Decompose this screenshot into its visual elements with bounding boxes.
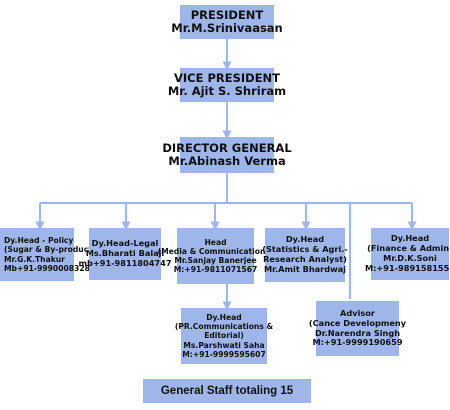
president-name: Mr.M.Srinivaasan bbox=[171, 21, 283, 35]
policy-head-dept: (Sugar & By-products) bbox=[4, 245, 100, 255]
policy-head-title: Dy.Head - Policy bbox=[4, 236, 74, 245]
finance-head-dept: (Finance & Admin) bbox=[367, 243, 450, 254]
legal-head-box: Dy.Head-Legal Ms.Bharati Balaji mb+91-98… bbox=[79, 228, 172, 280]
advisor-phone: M:+91-9999190659 bbox=[312, 337, 403, 348]
stats-head-dept-2: Research Analyst) bbox=[263, 254, 347, 264]
legal-head-title: Dy.Head-Legal bbox=[91, 238, 159, 249]
advisor-box: Advisor (Cance Developmeny Dr.Narendra S… bbox=[309, 301, 406, 356]
pr-head-title: Dy.Head bbox=[206, 312, 242, 322]
vice-president-name: Mr. Ajit S. Shriram bbox=[167, 84, 287, 98]
stats-head-dept-1: (Statistics & Agri.- bbox=[262, 244, 348, 255]
advisor-title: Advisor bbox=[340, 307, 375, 318]
finance-head-name: Mr.D.K.Soni bbox=[383, 253, 437, 263]
finance-head-title: Dy.Head bbox=[390, 233, 430, 244]
media-head-title: Head bbox=[204, 237, 227, 247]
policy-head-box: Dy.Head - Policy (Sugar & By-products) M… bbox=[0, 228, 100, 281]
policy-head-phone: Mb+91-9990008328 bbox=[4, 263, 90, 273]
stats-head-box: Dy.Head (Statistics & Agri.- Research An… bbox=[262, 228, 348, 282]
general-staff-box: General Staff totaling 15 bbox=[143, 379, 311, 403]
stats-head-title: Dy.Head bbox=[285, 234, 325, 245]
policy-head-name: Mr.G.K.Thakur bbox=[4, 254, 65, 264]
legal-head-name: Ms.Bharati Balaji bbox=[85, 248, 165, 259]
media-head-box: Head (Media & Communications) Mr.Sanjay … bbox=[158, 228, 273, 284]
director-general-title: DIRECTOR GENERAL bbox=[162, 140, 292, 155]
finance-head-box: Dy.Head (Finance & Admin) Mr.D.K.Soni M:… bbox=[365, 228, 450, 280]
legal-head-phone: mb+91-9811804747 bbox=[78, 257, 172, 268]
general-staff-label: General Staff totaling 15 bbox=[160, 384, 294, 397]
director-general-name: Mr.Abinash Verma bbox=[168, 154, 286, 168]
media-head-dept: (Media & Communications) bbox=[157, 246, 274, 256]
media-head-name: Mr.Sanjay Banerjee bbox=[174, 256, 257, 265]
pr-head-name: Ms.Parshwati Saha bbox=[183, 340, 265, 350]
media-head-phone: M:+91-9811071567 bbox=[173, 265, 258, 275]
pr-head-dept-2: Editorial) bbox=[204, 331, 244, 341]
director-general-box: DIRECTOR GENERAL Mr.Abinash Verma bbox=[162, 137, 292, 173]
vice-president-box: VICE PRESIDENT Mr. Ajit S. Shriram bbox=[168, 68, 286, 102]
finance-head-phone: M:+91-9891581555 bbox=[364, 262, 450, 273]
advisor-name: Dr.Narendra Singh bbox=[314, 327, 401, 338]
president-title: PRESIDENT bbox=[190, 7, 264, 22]
vice-president-title: VICE PRESIDENT bbox=[173, 70, 281, 85]
advisor-dept: (Cance Developmeny bbox=[308, 317, 407, 328]
pr-head-dept-1: (PR.Communications & bbox=[174, 322, 274, 332]
stats-head-name: Mr.Amit Bhardwaj bbox=[264, 263, 346, 274]
pr-head-phone: M:+91-9999595607 bbox=[182, 349, 266, 359]
pr-head-box: Dy.Head (PR.Communications & Editorial) … bbox=[175, 308, 273, 364]
president-box: PRESIDENT Mr.M.Srinivaasan bbox=[171, 5, 283, 39]
